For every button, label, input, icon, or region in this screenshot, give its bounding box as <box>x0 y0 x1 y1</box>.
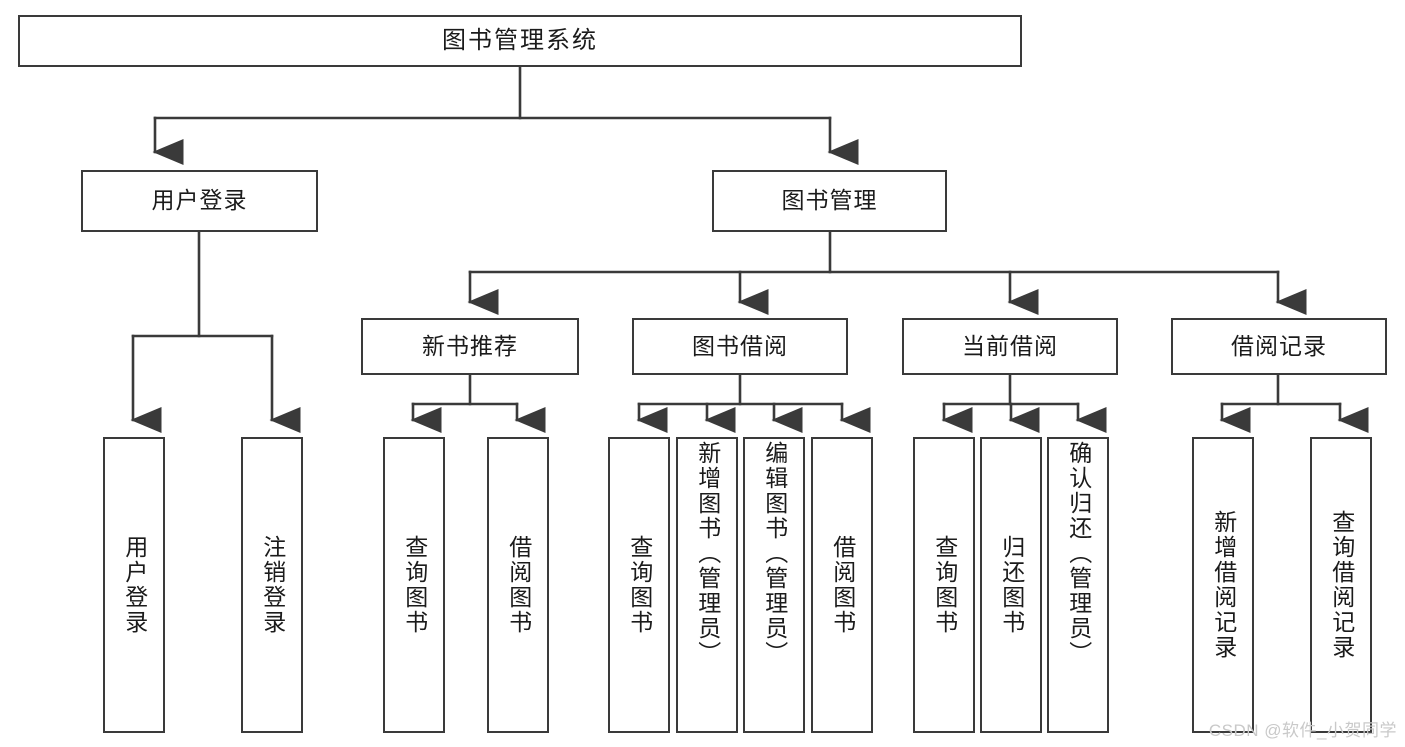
node-label: 借阅图书 <box>829 535 856 635</box>
leaf-book-borrow-query-book[interactable]: 查询图书 <box>608 437 670 733</box>
node-label: 确认归还（管理员） <box>1065 441 1092 666</box>
node-label: 用户登录 <box>151 187 248 214</box>
node-label: 图书借阅 <box>692 332 788 359</box>
node-label: 查询图书 <box>401 535 428 635</box>
node-new-book-recommend[interactable]: 新书推荐 <box>361 318 579 375</box>
leaf-borrow-record-add-record[interactable]: 新增借阅记录 <box>1192 437 1254 733</box>
leaf-current-borrow-return-book[interactable]: 归还图书 <box>980 437 1042 733</box>
node-label: 图书管理 <box>781 187 878 214</box>
node-label: 查询图书 <box>931 535 958 635</box>
node-root-book-management-system[interactable]: 图书管理系统 <box>18 15 1022 67</box>
node-label: 用户登录 <box>121 535 148 635</box>
leaf-user-login-login[interactable]: 用户登录 <box>103 437 165 733</box>
leaf-current-borrow-query-book[interactable]: 查询图书 <box>913 437 975 733</box>
leaf-book-borrow-borrow-book[interactable]: 借阅图书 <box>811 437 873 733</box>
node-current-borrow[interactable]: 当前借阅 <box>902 318 1118 375</box>
node-label: 注销登录 <box>259 535 286 635</box>
leaf-current-borrow-confirm-return-admin[interactable]: 确认归还（管理员） <box>1047 437 1109 733</box>
node-book-management[interactable]: 图书管理 <box>712 170 947 232</box>
leaf-user-login-logout[interactable]: 注销登录 <box>241 437 303 733</box>
node-label: 图书管理系统 <box>442 26 598 54</box>
leaf-new-book-borrow-book[interactable]: 借阅图书 <box>487 437 549 733</box>
node-label: 新增借阅记录 <box>1210 510 1237 660</box>
node-label: 借阅图书 <box>505 535 532 635</box>
leaf-book-borrow-edit-book-admin[interactable]: 编辑图书（管理员） <box>743 437 805 733</box>
node-label: 查询图书 <box>626 535 653 635</box>
watermark: CSDN @软件_小贺同学 <box>1208 721 1397 740</box>
node-label: 查询借阅记录 <box>1328 510 1355 660</box>
node-label: 编辑图书（管理员） <box>761 441 788 666</box>
leaf-borrow-record-query-record[interactable]: 查询借阅记录 <box>1310 437 1372 733</box>
node-label: 借阅记录 <box>1231 332 1327 359</box>
node-label: 新增图书（管理员） <box>694 441 721 666</box>
leaf-new-book-query-book[interactable]: 查询图书 <box>383 437 445 733</box>
node-book-borrow[interactable]: 图书借阅 <box>632 318 848 375</box>
leaf-book-borrow-add-book-admin[interactable]: 新增图书（管理员） <box>676 437 738 733</box>
node-label: 当前借阅 <box>962 332 1058 359</box>
node-borrow-record[interactable]: 借阅记录 <box>1171 318 1387 375</box>
node-user-login[interactable]: 用户登录 <box>81 170 318 232</box>
node-label: 归还图书 <box>998 535 1025 635</box>
node-label: 新书推荐 <box>422 332 518 359</box>
